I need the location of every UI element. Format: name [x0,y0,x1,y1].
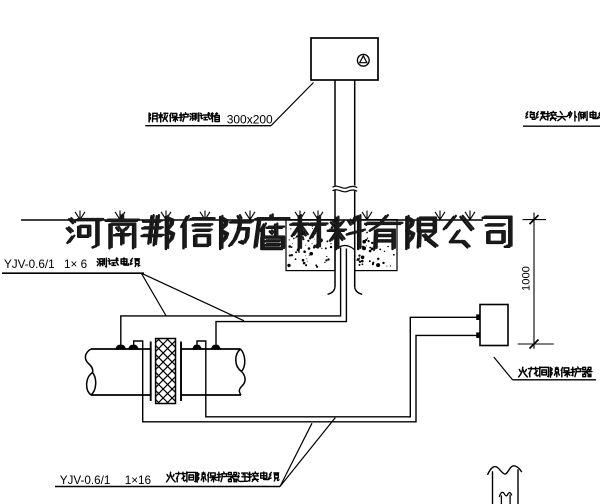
svg-text:300x200: 300x200 [227,113,273,127]
svg-text:1000: 1000 [521,266,533,291]
svg-text:1×16: 1×16 [125,474,151,487]
svg-text:YJV-0.6/1: YJV-0.6/1 [60,474,111,487]
svg-text:YJV-0.6/1: YJV-0.6/1 [4,258,55,271]
svg-text:1× 6: 1× 6 [64,258,87,271]
